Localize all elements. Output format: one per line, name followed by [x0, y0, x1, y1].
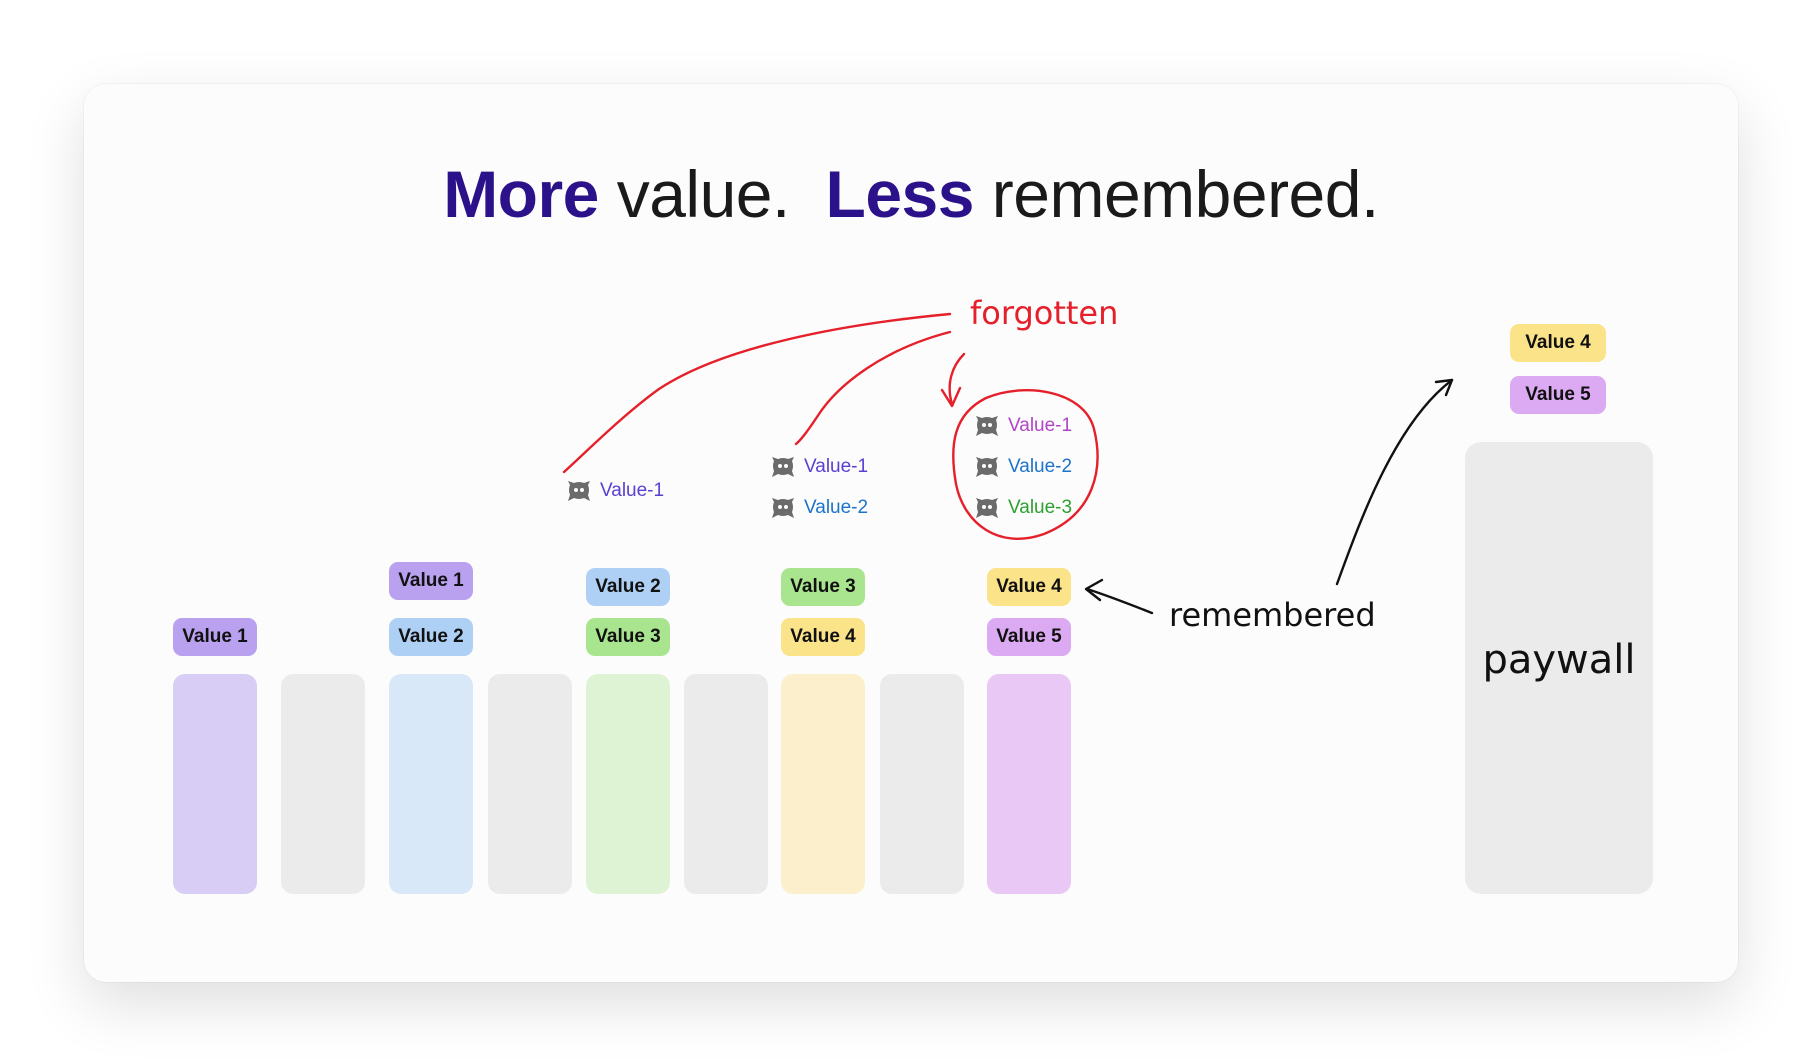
headline: More value. Less remembered. — [84, 156, 1738, 232]
forgotten-item-g2a: Value-1 — [770, 454, 868, 480]
column-2 — [389, 674, 473, 894]
forgotten-item-g1: Value-1 — [566, 478, 664, 504]
forgotten-label: Value-2 — [804, 497, 869, 518]
chip-col3-value2: Value 2 — [586, 568, 670, 606]
remembered-arrow — [1085, 587, 1154, 615]
forgotten-label: Value-2 — [1008, 456, 1073, 477]
paywall-block: paywall — [1465, 442, 1653, 894]
chip-paywall-value4: Value 4 — [1510, 324, 1606, 362]
ghost-icon — [974, 413, 1000, 439]
forgotten-label: Value-1 — [804, 456, 869, 477]
forgotten-item-g3b: Value-2 — [974, 454, 1072, 480]
forgotten-curve-2 — [794, 330, 952, 446]
ghost-icon — [974, 454, 1000, 480]
forgotten-annotation: forgotten — [970, 294, 1119, 332]
chip-col3-value3: Value 3 — [586, 618, 670, 656]
chip-col5-value5: Value 5 — [987, 618, 1071, 656]
paywall-arrow — [1335, 378, 1454, 586]
column-5 — [987, 674, 1071, 894]
column-gap-4 — [880, 674, 964, 894]
headline-less: Less — [825, 157, 975, 231]
forgotten-arrowhead — [940, 386, 962, 408]
remembered-annotation: remembered — [1169, 596, 1376, 634]
ghost-icon — [974, 495, 1000, 521]
paywall-arrowhead — [1434, 378, 1454, 397]
remembered-arrowhead — [1084, 578, 1104, 602]
forgotten-arrow — [948, 352, 966, 406]
forgotten-item-g2b: Value-2 — [770, 495, 868, 521]
chip-col4-value4: Value 4 — [781, 618, 865, 656]
forgotten-label: Value-1 — [600, 480, 665, 501]
column-4 — [781, 674, 865, 894]
ghost-icon — [770, 454, 796, 480]
forgotten-item-g3c: Value-3 — [974, 495, 1072, 521]
forgotten-item-g3a: Value-1 — [974, 413, 1072, 439]
column-gap-2 — [488, 674, 572, 894]
chip-col1-value1: Value 1 — [173, 618, 257, 656]
column-gap-3 — [684, 674, 768, 894]
forgotten-label: Value-1 — [1008, 415, 1073, 436]
headline-more: More — [443, 157, 599, 231]
forgotten-label: Value-3 — [1008, 497, 1073, 518]
ghost-icon — [770, 495, 796, 521]
chip-col4-value3: Value 3 — [781, 568, 865, 606]
chip-col2-value2: Value 2 — [389, 618, 473, 656]
column-gap-1 — [281, 674, 365, 894]
headline-remembered: remembered. — [973, 157, 1379, 231]
forgotten-curve-1 — [562, 312, 952, 474]
ghost-icon — [566, 478, 592, 504]
column-1 — [173, 674, 257, 894]
paywall-label: paywall — [1482, 637, 1636, 683]
column-3 — [586, 674, 670, 894]
headline-value: value. — [598, 157, 826, 231]
slide-card: More value. Less remembered. Value 1 Val… — [84, 84, 1738, 982]
chip-paywall-value5: Value 5 — [1510, 376, 1606, 414]
chip-col2-value1: Value 1 — [389, 562, 473, 600]
chip-col5-value4: Value 4 — [987, 568, 1071, 606]
